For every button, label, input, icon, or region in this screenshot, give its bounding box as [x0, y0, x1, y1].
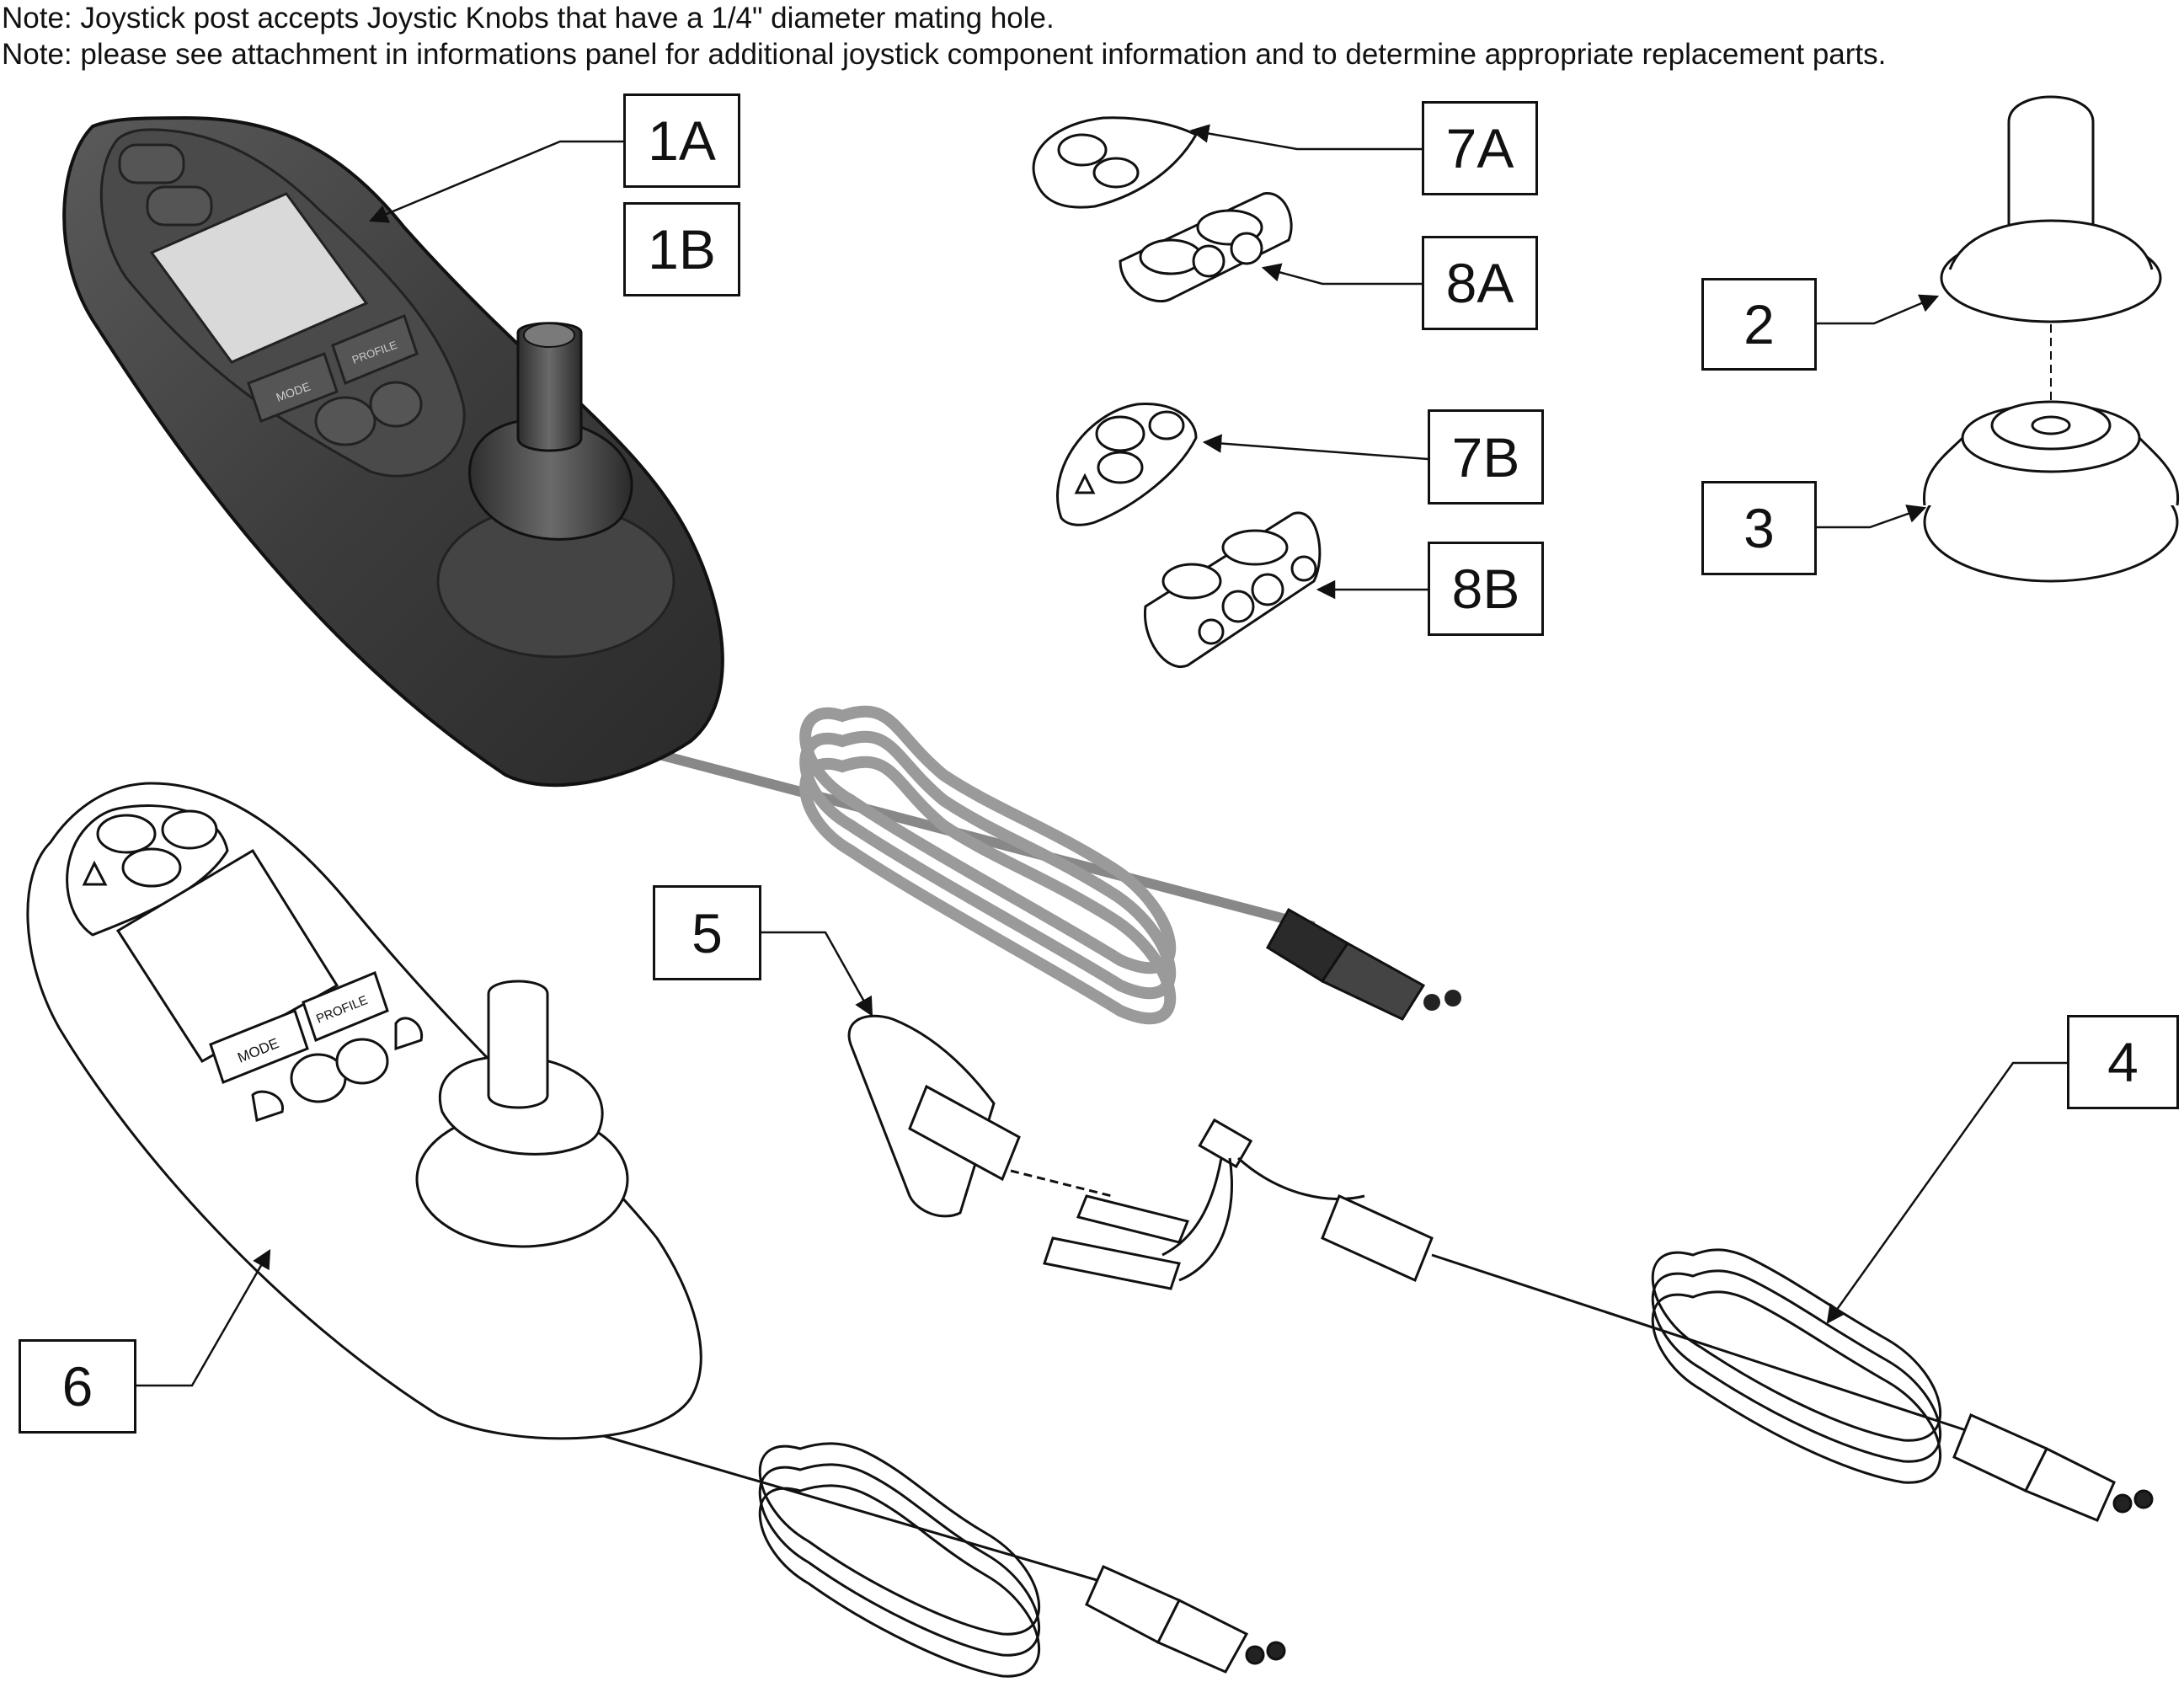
callout-6: 6: [19, 1339, 136, 1434]
outline-profile-button: [302, 971, 389, 1042]
overlay-7a: [1032, 116, 1199, 209]
leader-8a: [1261, 263, 1422, 286]
callout-8b: 8B: [1428, 542, 1544, 636]
note-attachment: Note: please see attachment in informati…: [2, 38, 1887, 71]
outline-cable-connector: [1085, 1565, 1286, 1674]
dark-mode-button: [247, 352, 339, 423]
dark-joystick-knob: [516, 322, 583, 452]
dark-joystick-gaiter: [468, 418, 633, 541]
dark-cable-connector: [1265, 907, 1461, 1021]
wiring-harness: [847, 1014, 1434, 1290]
callout-3: 3: [1701, 481, 1817, 575]
joystick-knob-part: [1940, 95, 2162, 323]
dark-speed-up-button: [369, 381, 423, 428]
leader-4: [1826, 1061, 2067, 1324]
cable-4: [1431, 1253, 1972, 1434]
dark-profile-button: [331, 314, 419, 385]
leader-5: [761, 931, 873, 1017]
outline-mode-button: [209, 1009, 309, 1084]
outline-horn-button: [121, 847, 182, 888]
outline-controller-cable: [589, 1430, 1138, 1594]
callout-4: 4: [2067, 1015, 2179, 1109]
dark-lcd-screen: [149, 192, 369, 364]
cable-4-coil: [1651, 1248, 1942, 1484]
outline-power-button: [96, 814, 157, 854]
joystick-gaiter-part: [1922, 400, 2180, 583]
leader-7b: [1202, 434, 1428, 461]
dark-joystick-controller: MODE PROFILE: [62, 115, 1461, 1025]
outline-cable-coil: [758, 1442, 1041, 1678]
dark-horn-button: [146, 185, 213, 227]
outline-joystick-knob: [487, 980, 549, 1109]
callout-1b: 1B: [623, 202, 740, 296]
outline-light-button: [161, 809, 218, 850]
outline-hazard-button: [82, 860, 108, 886]
callout-8a: 8A: [1422, 236, 1538, 330]
callout-2: 2: [1701, 278, 1817, 371]
note-joystick-post: Note: Joystick post accepts Joystic Knob…: [2, 2, 1055, 35]
outline-actuator-down-button: [251, 1090, 284, 1122]
dark-controller-cable: [638, 745, 1316, 932]
dark-speed-down-button: [314, 396, 376, 446]
callout-7b: 7B: [1428, 409, 1544, 505]
overlay-8a: [1119, 192, 1293, 303]
dark-cable-coil: [799, 705, 1177, 1025]
callout-1a: 1A: [623, 93, 740, 188]
dark-power-button: [118, 143, 185, 184]
outline-speed-up-button: [335, 1038, 389, 1085]
overlay-8b: [1143, 511, 1322, 669]
cable-4-connector: [1952, 1412, 2154, 1522]
callout-5: 5: [653, 885, 761, 980]
callout-7a: 7A: [1422, 101, 1538, 195]
leader-7a: [1189, 124, 1422, 151]
outline-actuator-up-button: [394, 1017, 424, 1051]
outline-lcd-screen: [115, 848, 339, 1063]
leader-6: [136, 1249, 271, 1387]
leader-1a: [368, 140, 623, 223]
overlay-7b: [1056, 402, 1198, 526]
outline-joystick-controller: MODE PROFILE: [26, 782, 1286, 1678]
